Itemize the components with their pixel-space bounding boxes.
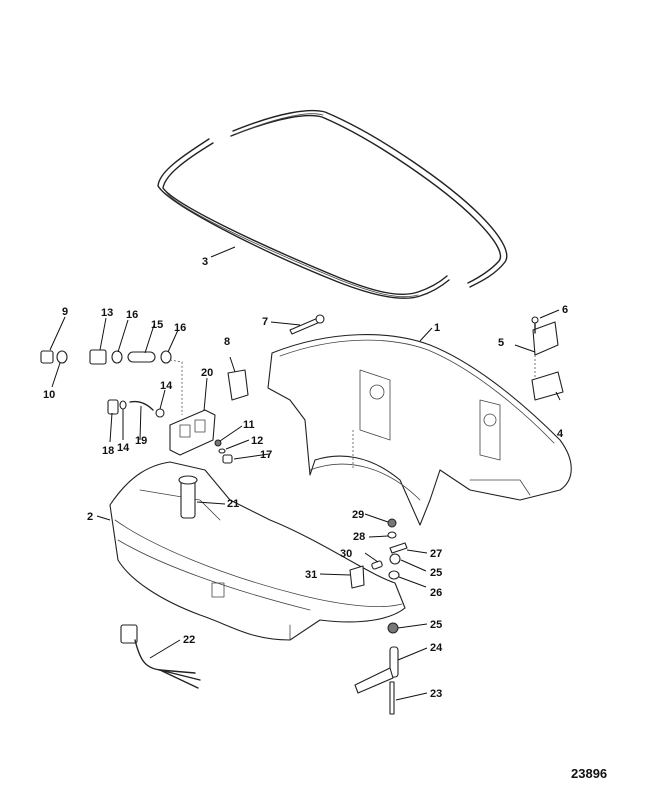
callout-16b: 16 (174, 322, 186, 334)
part-11 (214, 439, 222, 447)
callout-6: 6 (562, 304, 568, 316)
part-25a (389, 553, 401, 565)
part-19 (129, 400, 154, 411)
part-14b (155, 408, 165, 418)
callout-17: 17 (260, 449, 272, 461)
callout-25a: 25 (430, 567, 442, 579)
callout-8: 8 (224, 336, 230, 348)
callout-10: 10 (43, 389, 55, 401)
callout-1: 1 (434, 322, 440, 334)
part-30 (371, 560, 383, 570)
part-26 (388, 570, 400, 580)
callout-3: 3 (202, 256, 208, 268)
callout-24: 24 (430, 642, 443, 654)
part-24 (389, 646, 399, 678)
callout-29: 29 (352, 509, 364, 521)
callout-14b: 14 (160, 380, 173, 392)
bracket-parts (531, 316, 564, 401)
part-29 (387, 518, 397, 528)
part-8 (227, 369, 249, 401)
callout-9: 9 (62, 306, 68, 318)
harness-part-22 (120, 624, 201, 689)
callout-12: 12 (251, 435, 263, 447)
callout-19: 19 (135, 435, 147, 447)
part-18 (107, 399, 119, 415)
part-28 (387, 531, 397, 539)
callout-27: 27 (430, 548, 442, 560)
part-9 (40, 350, 54, 364)
callouts: 9 10 13 16 15 16 14 18 14 19 20 8 11 12 … (43, 256, 568, 700)
cowl-part-2 (109, 461, 406, 641)
small-parts-group (40, 314, 325, 464)
callout-14a: 14 (117, 442, 130, 454)
part-27 (389, 542, 408, 554)
cowl-part-1 (267, 334, 572, 526)
callout-13: 13 (101, 307, 113, 319)
callout-30: 30 (340, 548, 352, 560)
callout-20: 20 (201, 367, 213, 379)
part-31 (349, 565, 365, 589)
callout-2: 2 (87, 511, 93, 523)
callout-23: 23 (430, 688, 442, 700)
part-4 (531, 371, 564, 401)
part-25b (387, 622, 399, 634)
callout-26: 26 (430, 587, 442, 599)
leader-lines (49, 246, 561, 701)
figure-number: 23896 (571, 766, 608, 781)
hardware-parts (349, 518, 408, 715)
part-7 (289, 317, 321, 335)
part-16b (160, 350, 172, 364)
callout-21: 21 (227, 498, 239, 510)
callout-15: 15 (151, 319, 163, 331)
part-14a (119, 400, 127, 410)
callout-18: 18 (102, 445, 114, 457)
callout-25b: 25 (430, 619, 442, 631)
part-13 (89, 349, 107, 365)
callout-16a: 16 (126, 309, 138, 321)
callout-4: 4 (557, 428, 564, 440)
part-16a (111, 350, 123, 364)
part-10 (56, 350, 68, 364)
part-20 (169, 409, 216, 456)
callout-11: 11 (243, 419, 255, 431)
tube-part-21 (178, 475, 198, 519)
part-17 (222, 454, 233, 464)
part-15 (127, 351, 156, 363)
part-5 (532, 321, 559, 356)
part-23 (389, 681, 395, 715)
seal-part-3 (157, 109, 508, 299)
callout-7: 7 (262, 316, 268, 328)
callout-31: 31 (305, 569, 317, 581)
part-12 (218, 448, 226, 454)
callout-5: 5 (498, 337, 504, 349)
callout-28: 28 (353, 531, 365, 543)
callout-22: 22 (183, 634, 195, 646)
